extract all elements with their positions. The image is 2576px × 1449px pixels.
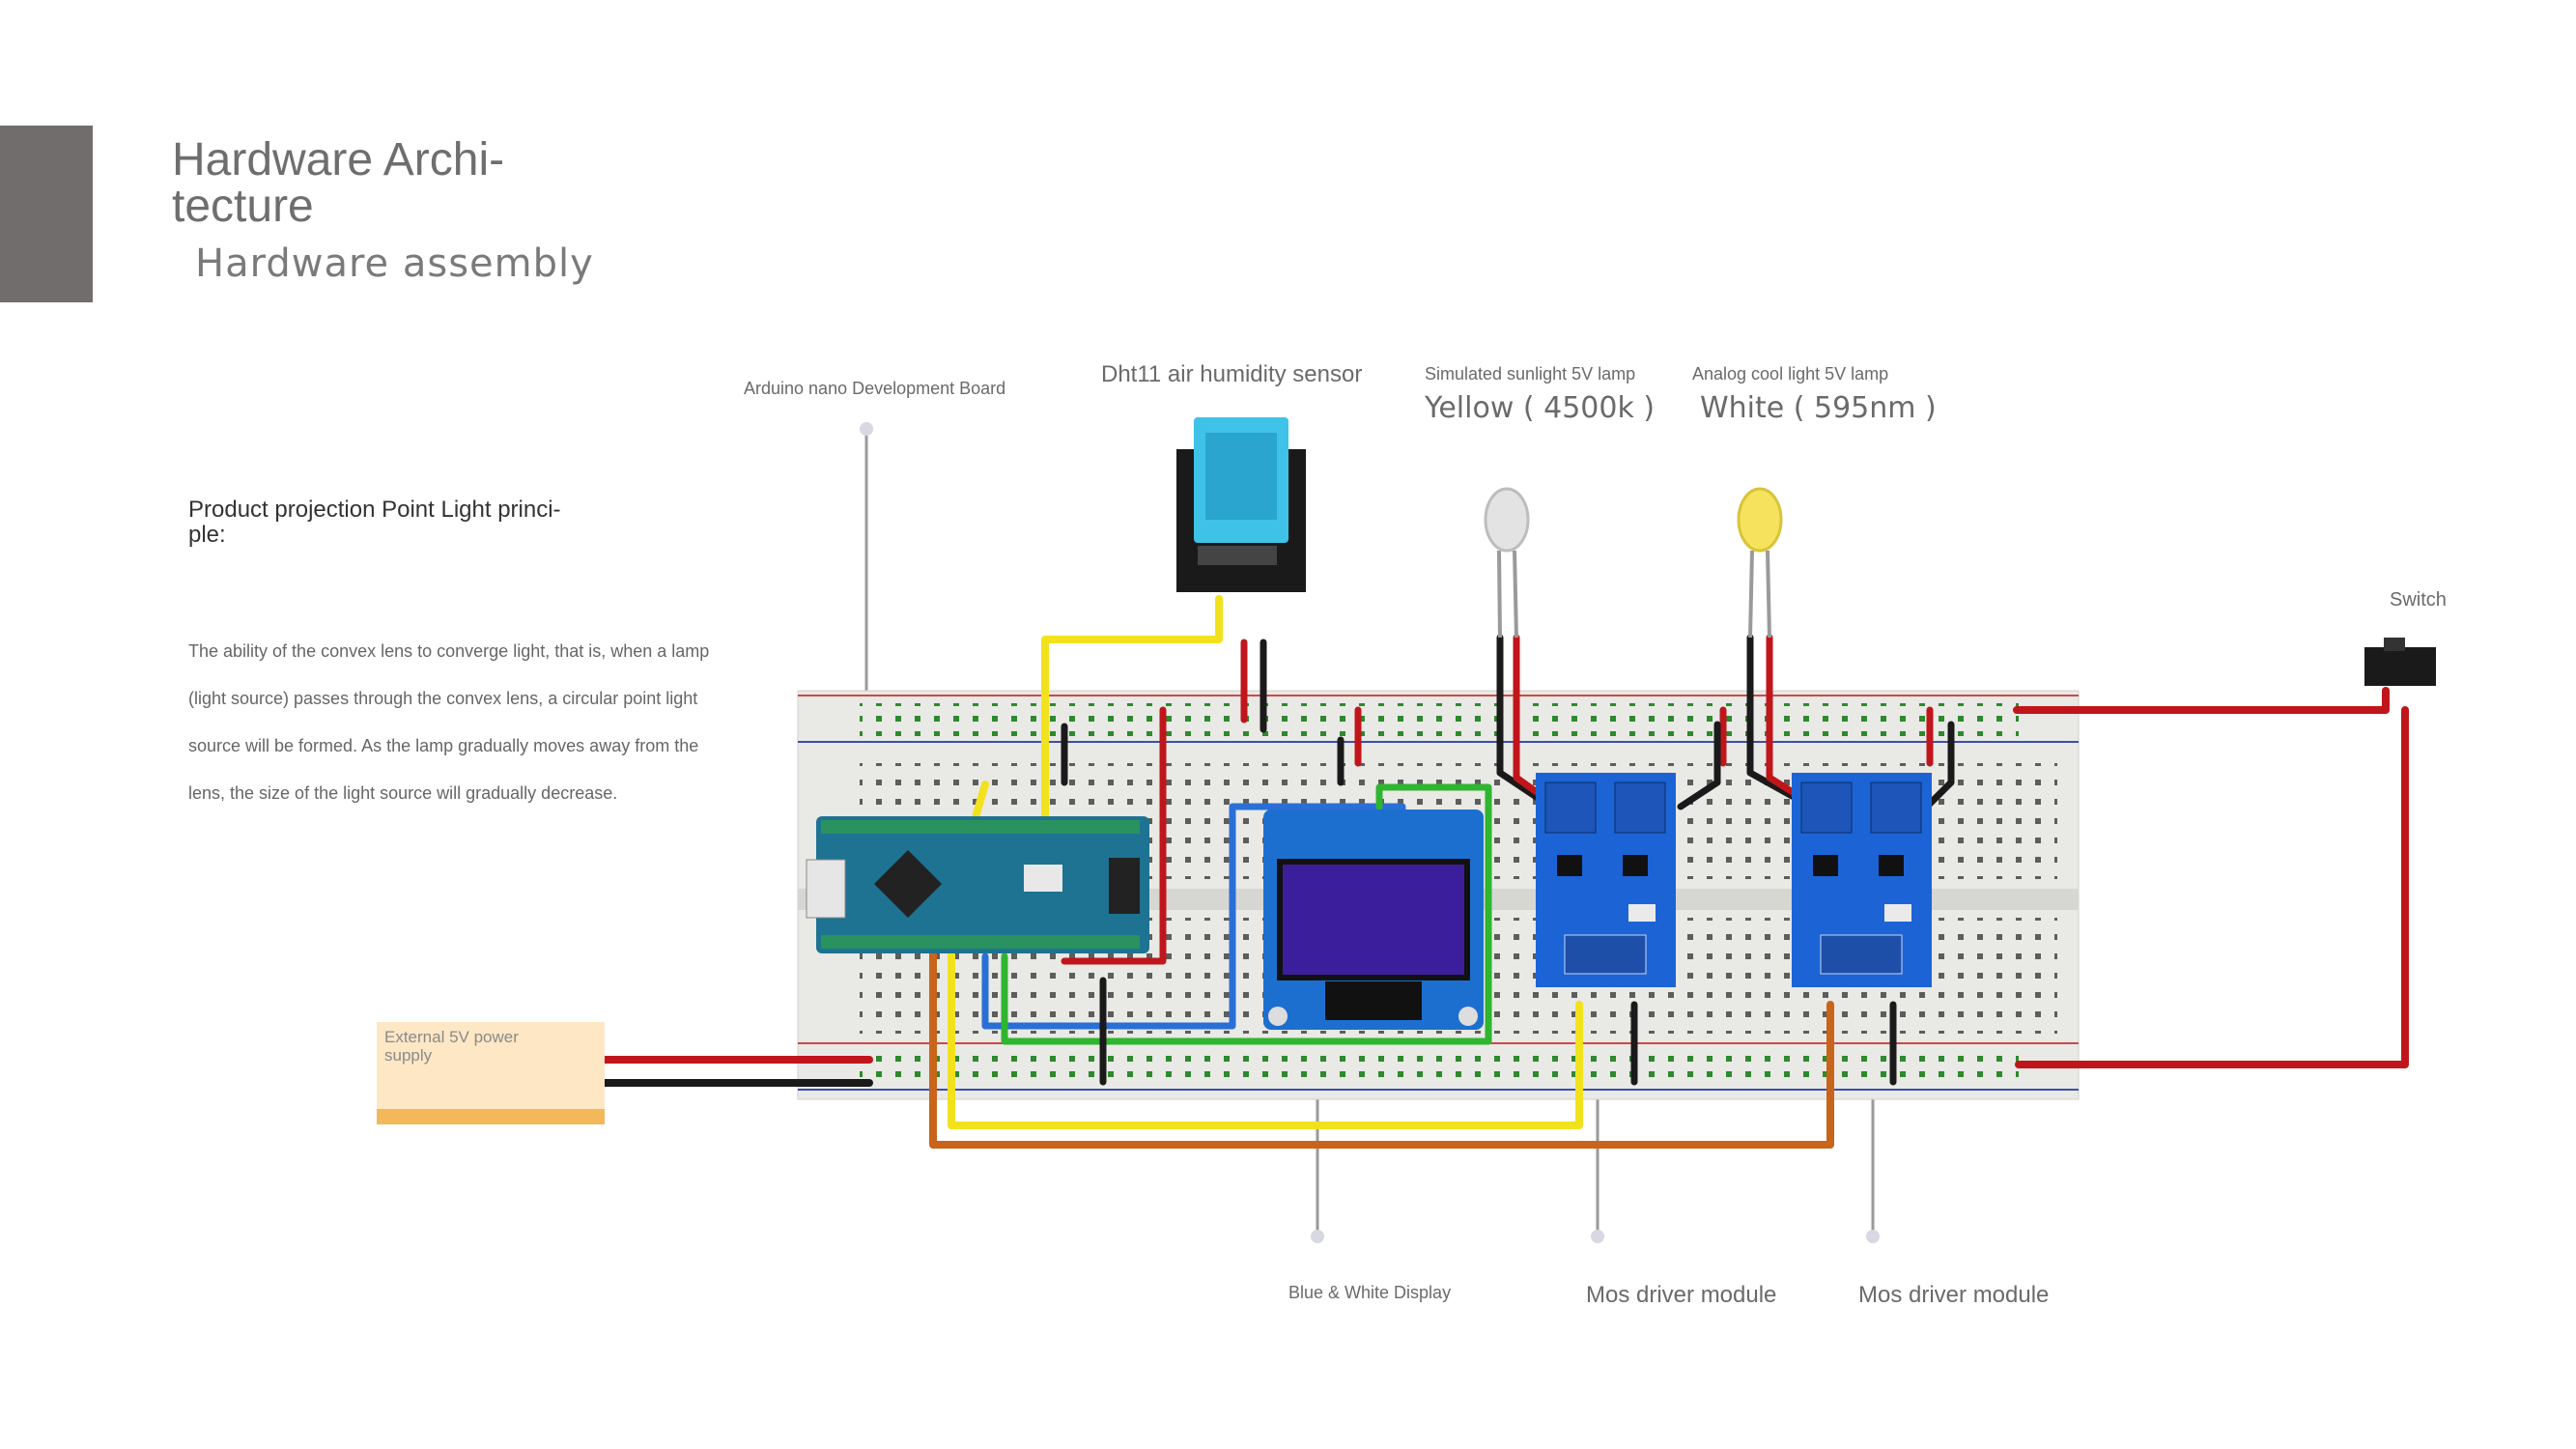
power-supply-note [377, 1022, 605, 1124]
label-mos1: Mos driver module [1586, 1282, 1777, 1308]
wire-red-switch-top [2013, 687, 2390, 714]
label-power: External 5V power supply [384, 1028, 519, 1065]
label-coollight-caption: Analog cool light 5V lamp [1692, 364, 1889, 384]
power-supply-note-base [377, 1109, 605, 1124]
wire-black-mos2-top [1923, 721, 1955, 810]
wire-black-mos1-top [1677, 721, 1721, 810]
callout-dots [860, 422, 1880, 1243]
wire-green [1001, 783, 1492, 1045]
wire-yellow [1041, 595, 1223, 842]
label-coollight-value: White ( 595nm ) [1700, 391, 1937, 425]
principle-body: The ability of the convex lens to conver… [188, 641, 710, 803]
mos-driver-module-2 [1792, 773, 1932, 987]
label-mos2: Mos driver module [1858, 1282, 2050, 1308]
label-sunlight-caption: Simulated sunlight 5V lamp [1425, 364, 1636, 384]
oled-display [1263, 810, 1484, 1030]
arduino-nano-board [806, 816, 1149, 953]
page-title: Hardware Archi- tecture [172, 134, 505, 232]
wire-black-led2 [1746, 634, 1806, 806]
accent-bar [0, 126, 93, 302]
wire-black-led1 [1496, 634, 1547, 806]
slide-switch [2364, 638, 2436, 686]
dht11-sensor [1176, 417, 1306, 592]
wire-red-arduino [1061, 706, 1167, 965]
wire-red-switch-down [2015, 706, 2409, 1068]
led-white [1484, 487, 1530, 639]
label-display: Blue & White Display [1288, 1283, 1452, 1302]
label-sunlight-value: Yellow ( 4500k ) [1425, 391, 1656, 425]
page-subtitle: Hardware assembly [195, 242, 594, 286]
principle-title: Product projection Point Light princi- p… [188, 497, 561, 548]
led-yellow [1737, 487, 1783, 639]
label-switch: Switch [2390, 589, 2447, 611]
label-dht11: Dht11 air humidity sensor [1101, 361, 1363, 387]
label-arduino: Arduino nano Development Board [744, 379, 1006, 398]
mos-driver-module-1 [1536, 773, 1676, 987]
